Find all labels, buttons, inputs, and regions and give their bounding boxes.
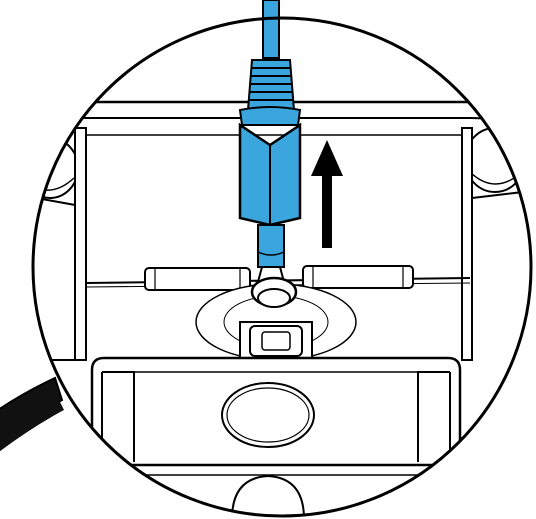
blue-connector-plug <box>238 0 302 308</box>
circle-frame <box>31 16 533 518</box>
upward-arrow-icon <box>311 140 343 248</box>
left-wall <box>74 127 87 361</box>
left-bumper <box>33 137 79 199</box>
hex-body <box>238 122 302 227</box>
left-rail-sleeve <box>144 267 251 291</box>
right-wall <box>461 127 473 361</box>
socket-port <box>239 321 313 359</box>
oval-depression <box>221 382 315 448</box>
dark-cable-front <box>0 386 64 452</box>
bottom-knob <box>231 474 305 516</box>
strain-relief <box>238 59 302 126</box>
right-rail-sleeve <box>302 265 414 289</box>
